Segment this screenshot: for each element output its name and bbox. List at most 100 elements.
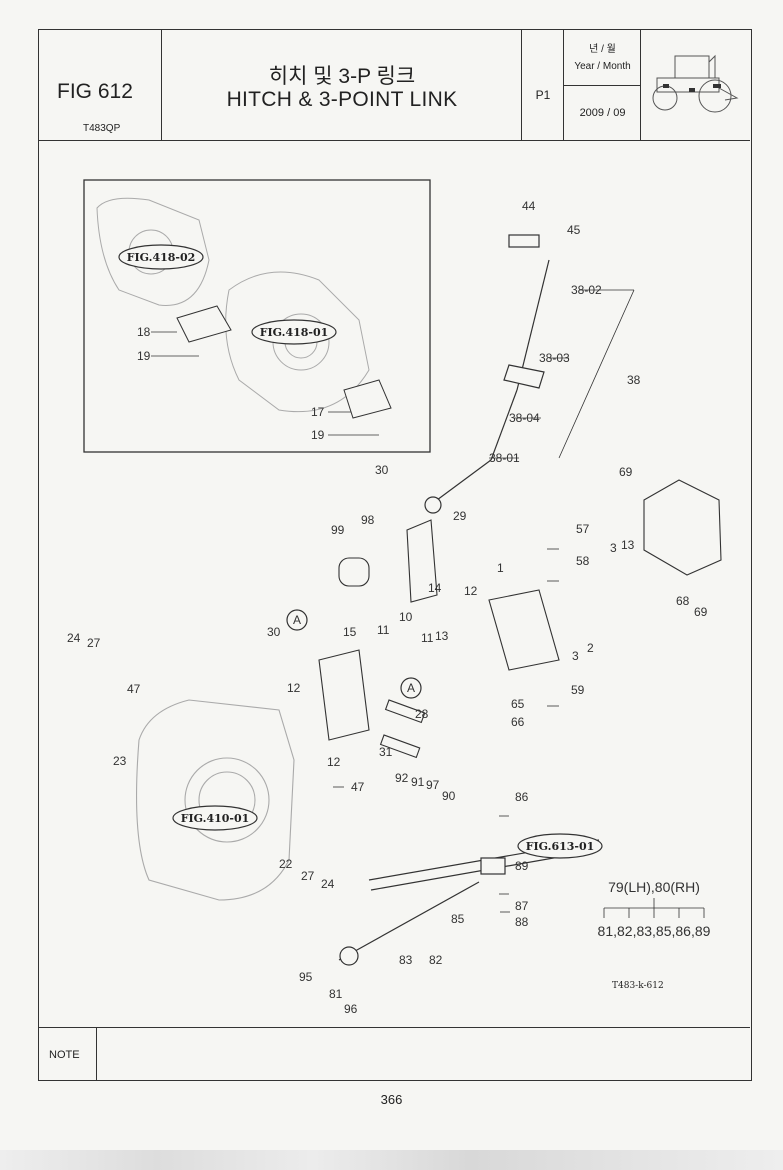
part-label: 38-04 [509, 411, 540, 425]
page-frame: FIG 612 T483QP 히치 및 3-P 링크 HITCH & 3-POI… [38, 29, 752, 1081]
part-label: 17 [311, 405, 325, 419]
part-labels: 44 45 38-02 38-03 38 38-04 38-01 30 98 2… [67, 199, 708, 1016]
part-label: 90 [442, 789, 456, 803]
part-label: 1 [497, 561, 504, 575]
part-label: 38-02 [571, 283, 602, 297]
part-label: 19 [311, 428, 325, 442]
callout-circle-2 [400, 677, 422, 699]
part-label: 28 [415, 707, 429, 721]
part-label: 91 [411, 775, 425, 789]
part-label: 13 [435, 629, 449, 643]
year-month-korean: 년 / 월 [589, 44, 616, 55]
part-label: 81 [329, 987, 343, 1001]
part-label: 47 [351, 780, 365, 794]
callout-circle-1 [286, 609, 308, 631]
ref-label-2: FIG.613-01 [526, 840, 595, 853]
note-row: NOTE [39, 1027, 750, 1080]
part-label: 86 [515, 790, 529, 804]
callout-label-1: A [293, 613, 301, 627]
part-label: 3 [572, 649, 579, 663]
inset-ref-ellipse-1 [118, 244, 204, 270]
page-code-cell: P1 [522, 30, 564, 140]
part-label: 89 [515, 859, 529, 873]
part-label: 58 [576, 554, 590, 568]
legend-bottom: 81,82,83,85,86,89 [598, 923, 711, 939]
ref-ellipse-2 [517, 833, 603, 859]
fig-cell: FIG 612 T483QP [39, 30, 162, 140]
part-label: 38-03 [539, 351, 570, 365]
lower-link-assembly [338, 839, 600, 966]
exploded-view-diagram: FIG.418-02 FIG.418-01 FIG.410-01 FIG.613… [67, 179, 722, 1016]
part-label: 38 [627, 373, 641, 387]
header: FIG 612 T483QP 히치 및 3-P 링크 HITCH & 3-POI… [39, 30, 750, 141]
part-label: 29 [453, 509, 467, 523]
part-label: 85 [451, 912, 465, 926]
part-label: 24 [321, 877, 335, 891]
tractor-thumbnail-icon [652, 54, 739, 113]
part-label: 98 [361, 513, 375, 527]
part-label: 14 [428, 581, 442, 595]
part-label: 38-01 [489, 451, 520, 465]
title-english: HITCH & 3-POINT LINK [226, 88, 458, 111]
inset-ref-ellipse-2 [251, 319, 337, 345]
part-label: 27 [301, 869, 315, 883]
part-label: 22 [279, 857, 293, 871]
inset-brackets [176, 305, 392, 419]
part-label: 23 [113, 754, 127, 768]
part-label: 96 [344, 1002, 358, 1016]
year-month-english: Year / Month [574, 61, 631, 72]
part-label: 57 [576, 522, 590, 536]
inset-ref-label-1: FIG.418-02 [127, 251, 196, 264]
inset-housing-shapes [96, 197, 370, 413]
part-label: 2 [587, 641, 594, 655]
ref-ellipse-1 [172, 805, 258, 831]
part-label: 12 [327, 755, 341, 769]
part-label: 66 [511, 715, 525, 729]
part-label: 88 [515, 915, 529, 929]
callout-label-2: A [407, 681, 415, 695]
part-label: 45 [567, 223, 581, 237]
part-label: 97 [426, 778, 440, 792]
part-label: 95 [299, 970, 313, 984]
part-label: 12 [287, 681, 301, 695]
part-label: 44 [522, 199, 536, 213]
top-link-assembly [424, 234, 550, 514]
part-label: 87 [515, 899, 529, 913]
title-korean: 히치 및 3-P 링크 [268, 65, 416, 88]
ref-label-1: FIG.410-01 [181, 812, 250, 825]
inset-box [83, 179, 431, 453]
part-label: 24 [67, 631, 81, 645]
revision-date: 2009 / 09 [579, 107, 626, 119]
part-label: 30 [267, 625, 281, 639]
fig-label: FIG 612 [57, 80, 133, 103]
part-label: 92 [395, 771, 409, 785]
part-label: 19 [137, 349, 151, 363]
part-label: 11 [377, 623, 390, 637]
main-housing-shapes [136, 699, 295, 901]
leader-lines [151, 289, 705, 918]
model-code: T483QP [83, 123, 121, 134]
part-label: 3 [610, 541, 617, 555]
inset-ref-label-2: FIG.418-01 [260, 326, 329, 339]
part-label: 99 [331, 523, 345, 537]
year-month-box: 년 / 월 Year / Month [564, 30, 641, 86]
tractor-thumb-cell [641, 30, 750, 140]
part-label: 65 [511, 697, 525, 711]
part-label: 27 [87, 636, 101, 650]
date-cell: 년 / 월 Year / Month 2009 / 09 [564, 30, 641, 140]
title-cell: 히치 및 3-P 링크 HITCH & 3-POINT LINK [162, 30, 522, 140]
right-cover-plate [643, 479, 722, 576]
page-code: P1 [535, 88, 551, 102]
part-label: 59 [571, 683, 585, 697]
part-label: 15 [343, 625, 357, 639]
part-label: 68 [676, 594, 690, 608]
part-label: 31 [379, 745, 393, 759]
part-label: 47 [127, 682, 141, 696]
part-label: 69 [619, 465, 633, 479]
part-label: 69 [694, 605, 708, 619]
page-number: 366 [380, 1092, 403, 1107]
part-label: 12 [464, 584, 478, 598]
part-label: 18 [137, 325, 151, 339]
scan-edge [0, 1150, 783, 1170]
legend-top: 79(LH),80(RH) [608, 879, 700, 895]
